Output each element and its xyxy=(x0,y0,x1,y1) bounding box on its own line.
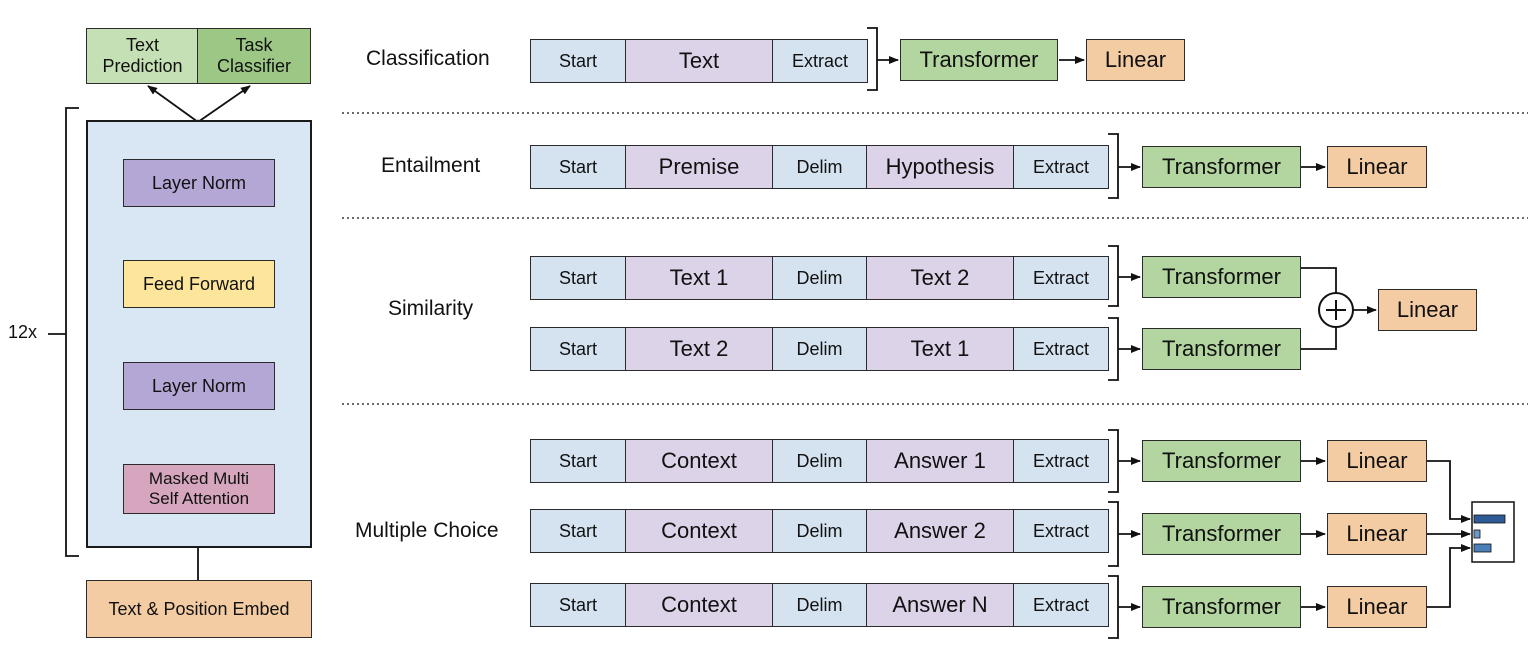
linear-box: Linear xyxy=(1378,289,1477,331)
softmax-output-icon xyxy=(1471,501,1515,563)
repeat-bracket xyxy=(65,107,79,557)
arrow-to-task-classifier xyxy=(197,85,251,123)
text-prediction-output: Text Prediction xyxy=(86,28,199,84)
classification-sequence: Start Text Extract xyxy=(530,39,868,83)
multiple-choice-sequence-3: Start Context Delim Answer N Extract xyxy=(530,583,1109,627)
transformer-box: Transformer xyxy=(1142,586,1301,628)
token-answer-n: Answer N xyxy=(866,583,1013,627)
token-extract: Extract xyxy=(1013,583,1109,627)
token-extract: Extract xyxy=(772,39,868,83)
token-start: Start xyxy=(530,509,625,553)
layer-norm-top: Layer Norm xyxy=(123,159,275,207)
token-start: Start xyxy=(530,327,625,371)
token-context: Context xyxy=(625,439,772,483)
task-label-multiple-choice: Multiple Choice xyxy=(355,519,499,542)
entailment-sequence: Start Premise Delim Hypothesis Extract xyxy=(530,145,1109,189)
transformer-box: Transformer xyxy=(1142,328,1301,370)
task-classifier-output: Task Classifier xyxy=(197,28,311,84)
feed-forward: Feed Forward xyxy=(123,260,275,308)
linear-box: Linear xyxy=(1086,39,1185,81)
masked-self-attention: Masked Multi Self Attention xyxy=(123,464,275,514)
token-delim: Delim xyxy=(772,145,866,189)
arrow-to-text-prediction xyxy=(147,85,199,123)
transformer-box: Transformer xyxy=(1142,513,1301,555)
token-start: Start xyxy=(530,256,625,300)
token-start: Start xyxy=(530,145,625,189)
text-position-embed: Text & Position Embed xyxy=(86,580,312,638)
similarity-sequence-1: Start Text 1 Delim Text 2 Extract xyxy=(530,256,1109,300)
transformer-box: Transformer xyxy=(1142,256,1301,298)
token-delim: Delim xyxy=(772,256,866,300)
token-extract: Extract xyxy=(1013,256,1109,300)
token-hypothesis: Hypothesis xyxy=(866,145,1013,189)
task-label-similarity: Similarity xyxy=(388,297,474,320)
token-answer-1: Answer 1 xyxy=(866,439,1013,483)
multiple-choice-sequence-1: Start Context Delim Answer 1 Extract xyxy=(530,439,1109,483)
token-delim: Delim xyxy=(772,327,866,371)
token-extract: Extract xyxy=(1013,439,1109,483)
token-start: Start xyxy=(530,583,625,627)
token-extract: Extract xyxy=(1013,509,1109,553)
token-extract: Extract xyxy=(1013,327,1109,371)
layer-norm-bottom: Layer Norm xyxy=(123,362,275,410)
token-start: Start xyxy=(530,439,625,483)
repeat-label: 12x xyxy=(8,322,38,342)
linear-box: Linear xyxy=(1327,586,1427,628)
token-delim: Delim xyxy=(772,439,866,483)
multiple-choice-sequence-2: Start Context Delim Answer 2 Extract xyxy=(530,509,1109,553)
token-extract: Extract xyxy=(1013,145,1109,189)
linear-box: Linear xyxy=(1327,146,1427,188)
token-text-1: Text 1 xyxy=(866,327,1013,371)
transformer-box: Transformer xyxy=(1142,146,1301,188)
transformer-box: Transformer xyxy=(900,39,1058,81)
token-answer-2: Answer 2 xyxy=(866,509,1013,553)
token-delim: Delim xyxy=(772,583,866,627)
task-label-classification: Classification xyxy=(366,47,490,70)
linear-box: Linear xyxy=(1327,440,1427,482)
token-premise: Premise xyxy=(625,145,772,189)
linear-box: Linear xyxy=(1327,513,1427,555)
token-start: Start xyxy=(530,39,625,83)
token-text-2: Text 2 xyxy=(625,327,772,371)
token-text-2: Text 2 xyxy=(866,256,1013,300)
token-text-1: Text 1 xyxy=(625,256,772,300)
similarity-sequence-2: Start Text 2 Delim Text 1 Extract xyxy=(530,327,1109,371)
token-context: Context xyxy=(625,583,772,627)
token-text: Text xyxy=(625,39,772,83)
transformer-box: Transformer xyxy=(1142,440,1301,482)
token-delim: Delim xyxy=(772,509,866,553)
task-label-entailment: Entailment xyxy=(381,154,481,177)
token-context: Context xyxy=(625,509,772,553)
